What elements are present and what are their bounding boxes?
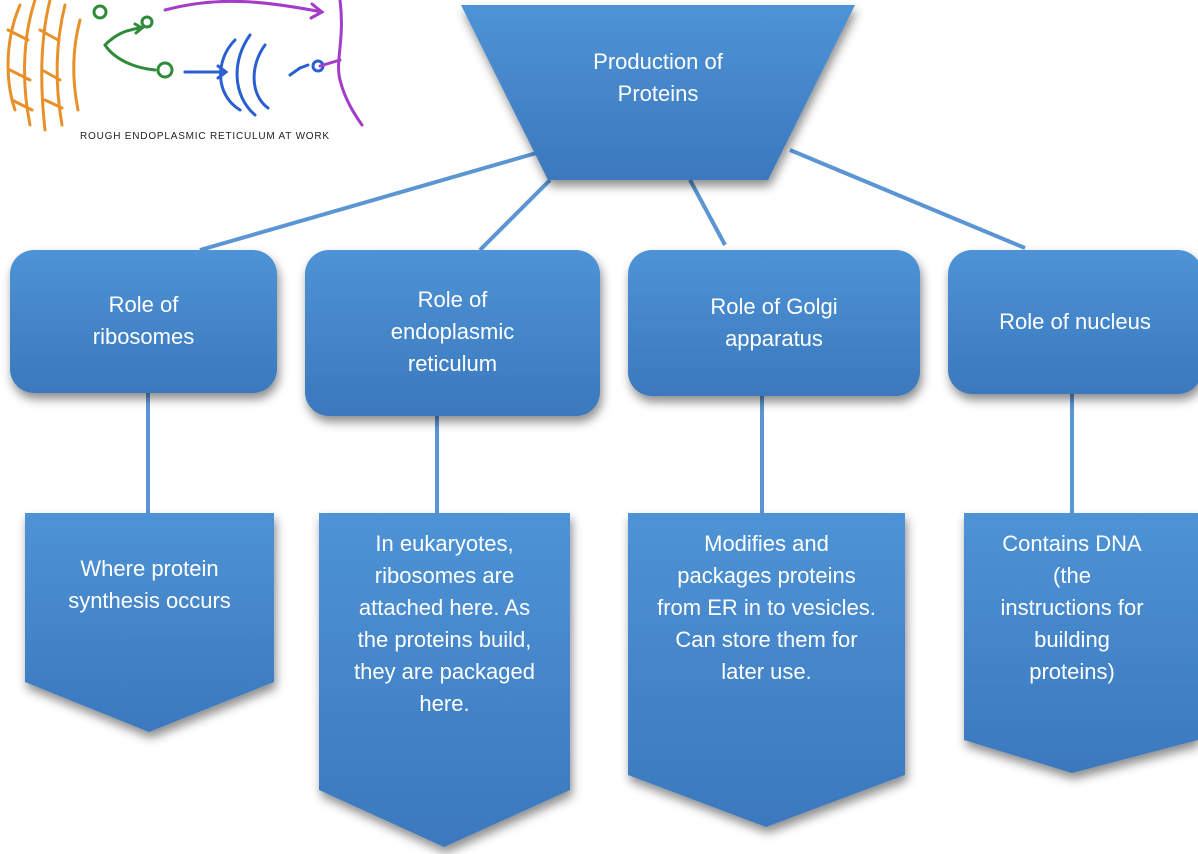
arrow-nucleus [964,513,1198,773]
description-wrap-endoplasmic-reticulum: In eukaryotes, ribosomes are attached he… [325,528,564,778]
description-ribosomes: Where protein synthesis occurs [68,556,231,613]
illustration-caption: ROUGH ENDOPLASMIC RETICULUM AT WORK [80,131,330,142]
arrow-golgi-apparatus [628,513,905,827]
description-endoplasmic-reticulum: In eukaryotes, ribosomes are attached he… [353,531,536,716]
description-arrows [25,513,1198,847]
description-nucleus: Contains DNA (the instructions for build… [1000,531,1144,684]
role-label-wrap-golgi-apparatus: Role of Golgi apparatus [648,264,900,382]
role-boxes [10,250,1198,416]
role-box-ribosomes [10,250,277,393]
role-box-golgi-apparatus [628,250,920,396]
arrow-endoplasmic-reticulum [319,513,570,847]
role-label-endoplasmic-reticulum: Role of endoplasmic reticulum [390,287,515,376]
arrow-ribosomes [25,513,274,732]
connectors [146,148,1074,515]
role-label-ribosomes: Role of ribosomes [92,292,195,349]
top-node-label: Production of Proteins [593,49,723,106]
top-node-label-wrap: Production of Proteins [548,38,768,118]
description-wrap-nucleus: Contains DNA (the instructions for build… [972,528,1172,718]
role-label-wrap-ribosomes: Role of ribosomes [30,265,257,377]
description-wrap-golgi-apparatus: Modifies and packages proteins from ER i… [638,528,895,718]
role-box-nucleus [948,250,1198,394]
role-label-nucleus: Role of nucleus [999,309,1151,334]
role-box-endoplasmic-reticulum [305,250,600,416]
rough-er-illustration [6,0,364,132]
role-label-golgi-apparatus: Role of Golgi apparatus [710,294,838,351]
top-node-shape [461,5,855,180]
description-wrap-ribosomes: Where protein synthesis occurs [35,535,264,645]
role-label-wrap-nucleus: Role of nucleus [958,264,1192,380]
description-golgi-apparatus: Modifies and packages proteins from ER i… [657,531,876,684]
role-label-wrap-endoplasmic-reticulum: Role of endoplasmic reticulum [330,262,575,402]
